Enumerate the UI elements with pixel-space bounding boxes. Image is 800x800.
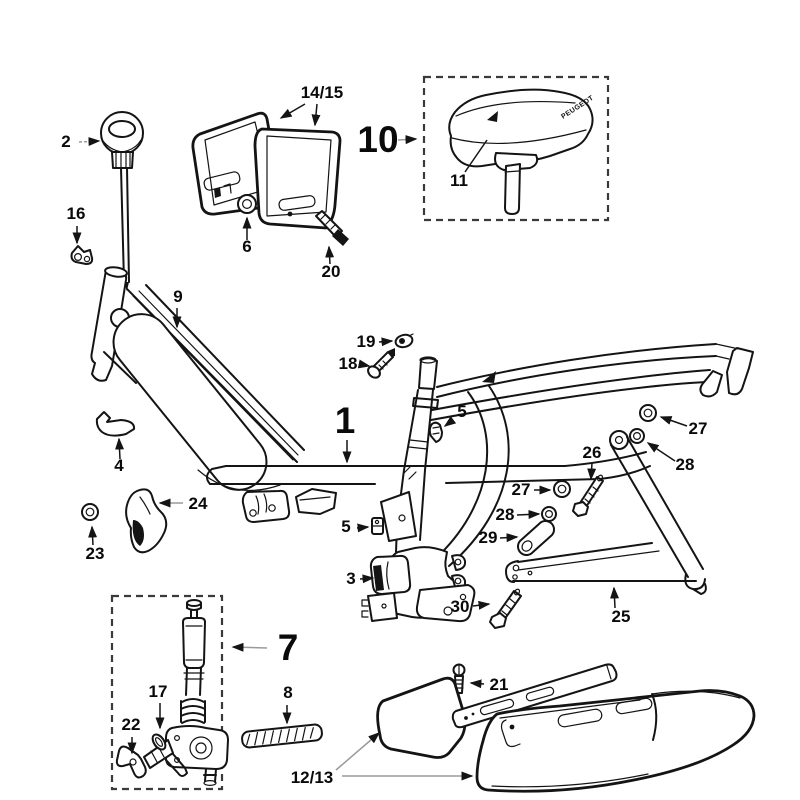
part-label-8: 8 — [283, 683, 292, 702]
part-label-27-left: 27 — [512, 480, 531, 499]
saddle: PEUGEOT — [448, 88, 595, 215]
part-label-11: 11 — [450, 171, 468, 190]
part-label-2: 2 — [61, 132, 70, 151]
wing-clip-19 — [394, 333, 414, 349]
bolt-20 — [315, 210, 349, 246]
part-label-20: 20 — [322, 262, 341, 281]
filler-cap-dipstick — [100, 111, 144, 291]
part-label-9: 9 — [173, 287, 182, 306]
bolt-26 — [572, 474, 604, 517]
bracket-24 — [125, 488, 168, 554]
saddle-assembly-box: PEUGEOT — [422, 75, 610, 222]
side-panels-14-15 — [191, 111, 342, 230]
part-label-7: 7 — [278, 627, 299, 668]
frame-assembly — [90, 266, 754, 623]
bracket-3 — [369, 554, 412, 595]
part-label-19: 19 — [357, 332, 376, 351]
nut-27-left — [553, 480, 571, 498]
callouts: 2 16 14/15 10 11 6 20 9 19 18 1 5 4 24 2… — [61, 83, 707, 787]
bolt-30 — [489, 588, 522, 629]
bolt-18 — [367, 348, 395, 379]
fuel-tap-box — [110, 594, 229, 791]
clip-16 — [70, 245, 94, 265]
washer-28-left — [541, 506, 557, 522]
part-label-27-right: 27 — [689, 419, 708, 438]
part-label-6: 6 — [242, 237, 251, 256]
part-label-24: 24 — [189, 494, 208, 513]
part-label-28-right: 28 — [676, 455, 695, 474]
part-label-12-13: 12/13 — [291, 768, 334, 787]
rubber-strip-8 — [241, 723, 323, 749]
part-label-4: 4 — [114, 456, 124, 475]
part-label-1: 1 — [335, 400, 356, 441]
part-label-16: 16 — [67, 204, 86, 223]
nut-23 — [81, 503, 99, 521]
stand-strut-25 — [505, 430, 707, 595]
part-label-5-upper: 5 — [457, 402, 466, 421]
fuel-tap — [115, 599, 229, 786]
part-label-14-15: 14/15 — [301, 83, 344, 102]
bushing-29 — [517, 520, 555, 556]
part-label-10: 10 — [357, 119, 398, 160]
hook-4 — [95, 411, 136, 437]
part-label-18: 18 — [339, 354, 358, 373]
nut-27-right — [639, 404, 657, 422]
part-label-3: 3 — [346, 569, 355, 588]
part-label-23: 23 — [86, 544, 105, 563]
clip-5-upper — [428, 421, 443, 443]
part-label-17: 17 — [149, 682, 168, 701]
lower-panels-12-13 — [376, 663, 756, 793]
part-label-21: 21 — [490, 675, 509, 694]
part-label-30: 30 — [451, 597, 470, 616]
washer-28-right — [629, 428, 645, 444]
part-label-29: 29 — [479, 528, 498, 547]
part-label-22: 22 — [122, 715, 141, 734]
clip-5-lower — [371, 517, 384, 535]
nut-6 — [237, 194, 257, 214]
part-label-5-lower: 5 — [341, 517, 350, 536]
part-label-25: 25 — [612, 607, 631, 626]
part-label-28-left: 28 — [496, 505, 515, 524]
part-label-26: 26 — [583, 443, 602, 462]
